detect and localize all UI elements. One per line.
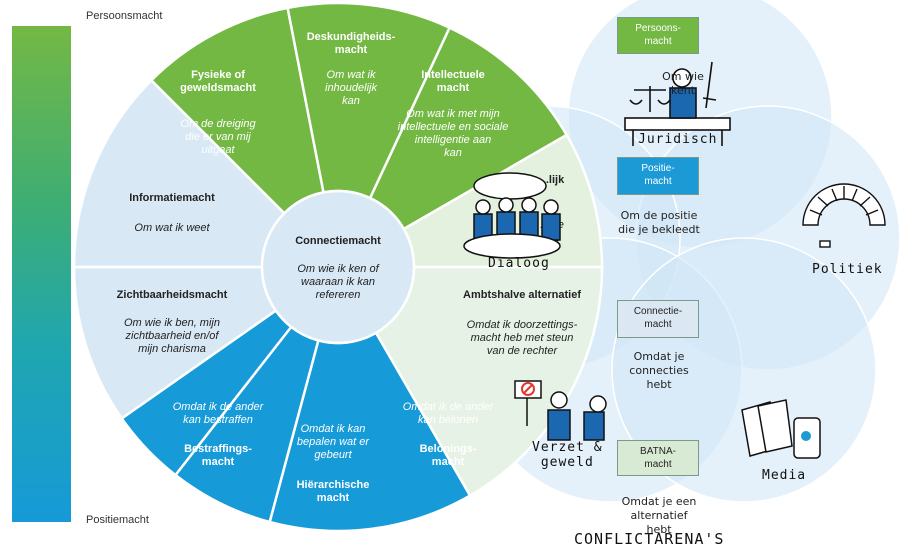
seg-title-bestraffing: Bestraffings-macht bbox=[184, 443, 252, 468]
box-positiemacht: Positie- macht bbox=[617, 157, 699, 195]
seg-desc-ambtshalve: Omdat ik doorzettings-macht heb met steu… bbox=[467, 319, 578, 357]
caption-persoonsmacht: Om wie kent bbox=[662, 70, 704, 97]
arena-label-dialoog: Dialoog bbox=[488, 256, 550, 271]
box-batnamacht: BATNA- macht bbox=[617, 440, 699, 476]
center-title: Connectiemacht bbox=[295, 235, 381, 247]
seg-title-deskundigheid: Deskundigheids-macht bbox=[307, 31, 396, 56]
seg-title-informatie: Informatiemacht bbox=[129, 192, 215, 204]
persoons-positie-gradient-bar bbox=[12, 26, 71, 522]
arena-label-politiek: Politiek bbox=[812, 262, 883, 277]
seg-title-beloning: Belonings-macht bbox=[420, 443, 477, 468]
seg-title-zichtbaarheid: Zichtbaarheidsmacht bbox=[117, 289, 228, 301]
arena-label-juridisch: Juridisch bbox=[638, 132, 718, 147]
parliament-illustration bbox=[802, 183, 886, 248]
conflict-arenas-title: CONFLICTARENA'S bbox=[574, 530, 725, 548]
caption-connectiemacht: Omdat je connecties hebt bbox=[629, 350, 689, 391]
axis-top-label: Persoonsmacht bbox=[86, 10, 163, 22]
protest-illustration bbox=[514, 380, 607, 441]
dialogue-illustration bbox=[463, 172, 561, 259]
wheel-center-circle bbox=[260, 189, 416, 345]
judge-illustration bbox=[624, 61, 731, 146]
arena-label-media: Media bbox=[762, 468, 807, 483]
axis-bottom-label: Positiemacht bbox=[86, 514, 149, 526]
caption-positiemacht: Om de positie die je bekleedt bbox=[618, 209, 700, 236]
seg-title-ambtshalve: Ambtshalve alternatief bbox=[463, 289, 581, 301]
caption-batnamacht: Omdat je een alternatief hebt bbox=[621, 495, 697, 536]
media-illustration bbox=[741, 399, 821, 459]
box-connectiemacht: Connectie- macht bbox=[617, 300, 699, 338]
box-persoonsmacht: Persoons- macht bbox=[617, 17, 699, 54]
arena-label-verzet: Verzet & geweld bbox=[532, 440, 603, 470]
seg-desc-informatie: Om wat ik weet bbox=[134, 222, 210, 234]
seg-title-persoonlijk: ...lijk bbox=[540, 174, 565, 186]
